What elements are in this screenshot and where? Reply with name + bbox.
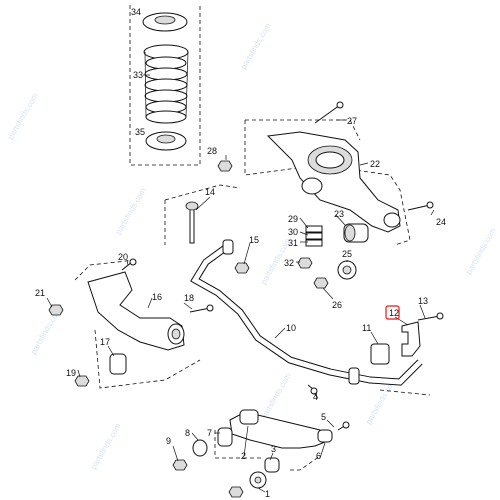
callout-33: 33 (133, 70, 143, 80)
callout-26: 26 (332, 300, 342, 310)
callout-27: 27 (347, 116, 357, 126)
bushing-stack (297, 223, 369, 269)
nut (172, 459, 188, 471)
bar-mount-parts (313, 260, 357, 289)
callout-5: 5 (321, 412, 326, 422)
nut (48, 304, 64, 316)
watermark: partsfinds.com (114, 186, 148, 236)
callout-9: 9 (166, 436, 171, 446)
watermark: partsfinds.com (259, 371, 293, 421)
lower-control-arm (87, 271, 185, 351)
callout-24: 24 (436, 217, 446, 227)
nut (228, 486, 244, 498)
stabilizer-bracket-group (370, 312, 444, 396)
callout-labels: 34 33 35 27 28 22 14 24 29 30 31 23 15 3… (35, 7, 446, 499)
callout-29: 29 (288, 214, 298, 224)
bushing (109, 353, 127, 375)
callout-30: 30 (288, 227, 298, 237)
watermark: partsfinds.com (239, 21, 273, 71)
watermark: partsfinds.com (464, 226, 498, 276)
callout-7: 7 (207, 428, 212, 438)
callout-12: 12 (389, 308, 399, 318)
callout-4: 4 (313, 392, 318, 402)
link-bushing (264, 457, 280, 473)
lower-arm-group (48, 258, 214, 389)
coil-spring (143, 44, 189, 124)
callout-11: 11 (362, 323, 371, 333)
nut (234, 262, 250, 274)
leader-lines (46, 74, 435, 493)
stabilizer-bushing (370, 343, 390, 365)
watermark-group: partsfinds.com partsfinds.com partsfinds… (6, 21, 498, 471)
callout-8: 8 (185, 428, 190, 438)
callout-18: 18 (184, 293, 194, 303)
shock-bolt (189, 204, 195, 244)
nut (74, 375, 90, 387)
callout-25: 25 (342, 249, 352, 259)
stabilizer-bracket (401, 321, 421, 357)
callout-21: 21 (35, 288, 45, 298)
highlight-box-12 (385, 305, 400, 320)
lateral-link-group (172, 384, 350, 498)
watermark: partsfinds.com (89, 421, 123, 471)
callout-17: 17 (100, 337, 110, 347)
callout-16: 16 (152, 292, 162, 302)
callout-3: 3 (271, 444, 276, 454)
callout-35: 35 (135, 127, 145, 137)
callout-14: 14 (205, 187, 215, 197)
callout-28: 28 (207, 146, 217, 156)
callout-20: 20 (118, 252, 128, 262)
callout-32: 32 (284, 258, 294, 268)
stabilizer-bar (190, 239, 423, 386)
shock-mount-group (164, 184, 241, 245)
callout-34: 34 (131, 7, 141, 17)
callout-1: 1 (265, 489, 270, 499)
callout-22: 22 (370, 159, 380, 169)
callout-13: 13 (418, 296, 428, 306)
callout-10: 10 (286, 323, 296, 333)
callout-19: 19 (66, 368, 76, 378)
callout-2: 2 (241, 451, 246, 461)
nut (217, 160, 233, 172)
link-bushing (217, 427, 233, 447)
callout-23: 23 (334, 209, 344, 219)
callout-31: 31 (288, 238, 298, 248)
callout-6: 6 (316, 451, 321, 461)
callout-15: 15 (249, 235, 259, 245)
coil-spring-group (129, 5, 201, 166)
watermark: partsfinds.com (6, 91, 40, 141)
upper-control-arm-group (217, 101, 434, 246)
